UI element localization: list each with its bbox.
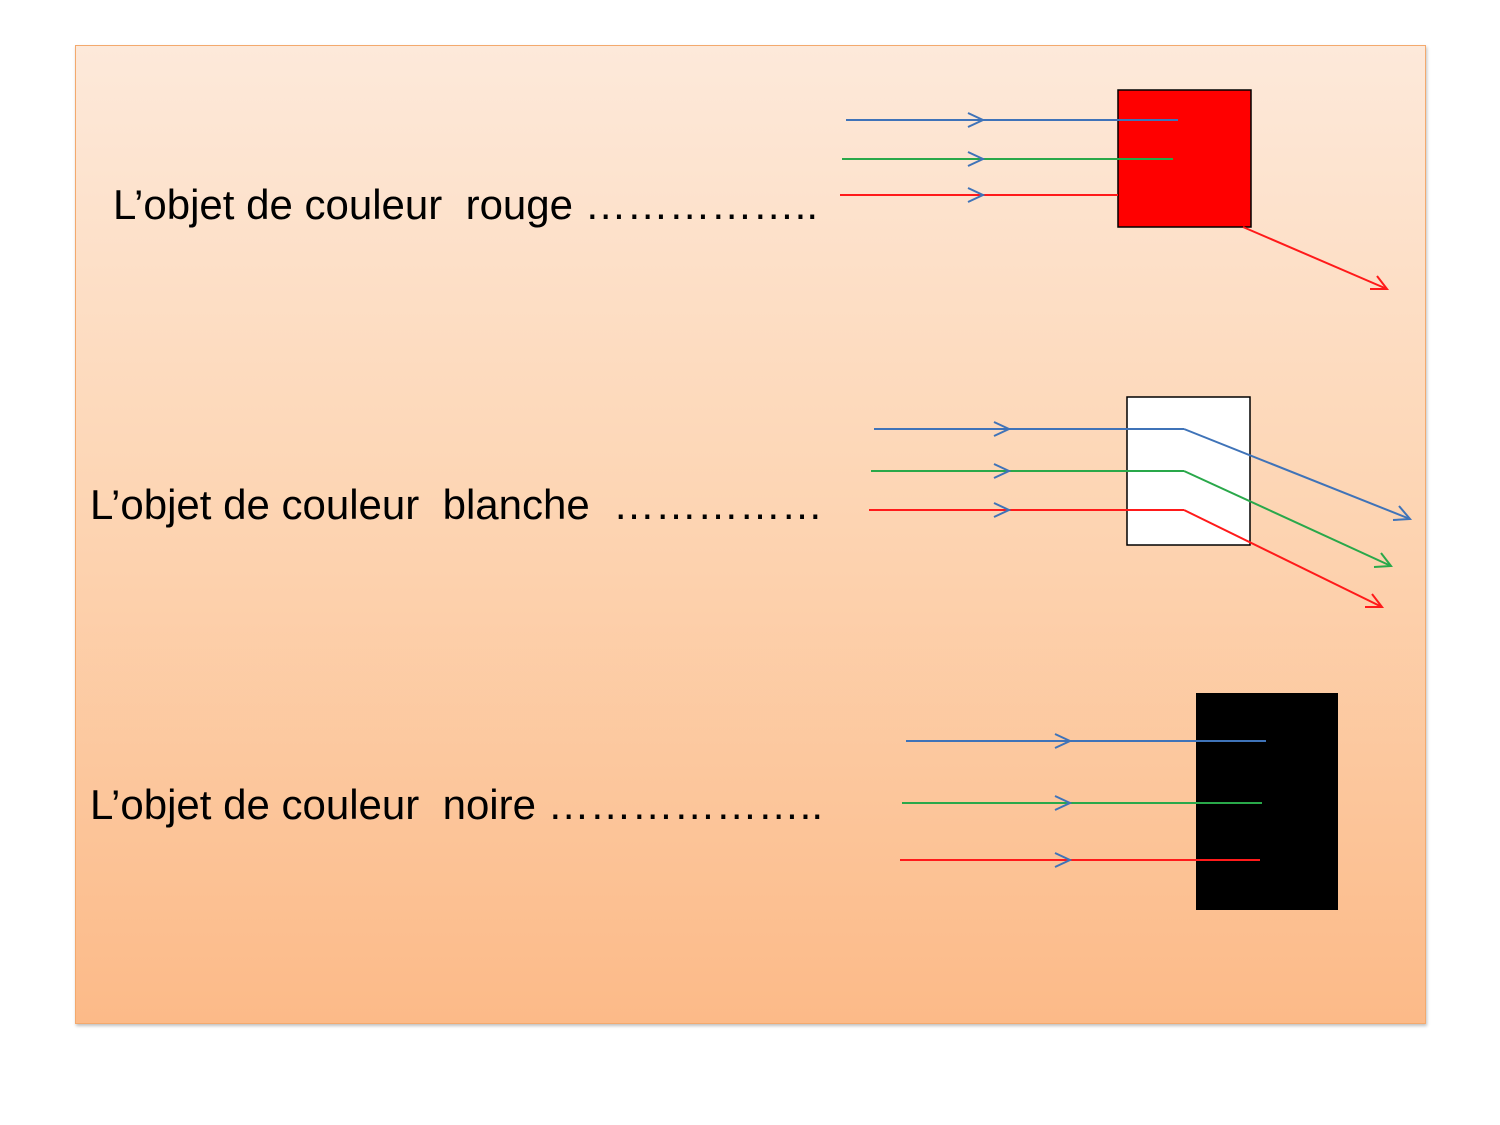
caption-black-object: L’objet de couleur noire ……………….. <box>90 781 823 828</box>
ray-arrowhead-green <box>1054 795 1073 811</box>
ray-arrowhead-blue <box>1054 733 1073 749</box>
reflected-arrowhead-red <box>1365 593 1385 608</box>
reflected-arrowhead-red <box>1370 275 1390 290</box>
reflected-ray-red <box>1242 226 1388 290</box>
black-object-scene <box>900 693 1338 910</box>
ray-arrowhead-green <box>993 463 1012 479</box>
caption-white-object: L’objet de couleur blanche …………… <box>90 481 824 528</box>
ray-arrowhead-red <box>993 502 1012 518</box>
black-object <box>1196 693 1338 910</box>
reflected-ray-red <box>1183 509 1383 608</box>
reflected-arrowhead-blue <box>1392 505 1413 521</box>
ray-arrowhead-blue <box>967 112 986 128</box>
ray-arrowhead-green <box>967 151 986 167</box>
reflected-ray-green <box>1183 470 1392 567</box>
ray-arrowhead-blue <box>993 421 1012 437</box>
ray-arrowhead-red <box>967 187 986 203</box>
caption-red-object: L’objet de couleur rouge …………….. <box>113 181 819 228</box>
reflected-arrowhead-green <box>1373 552 1393 568</box>
white-object-scene <box>869 396 1413 608</box>
ray-arrowhead-red <box>1054 852 1073 868</box>
red-object-scene <box>840 89 1390 290</box>
reflected-ray-blue <box>1183 428 1411 520</box>
